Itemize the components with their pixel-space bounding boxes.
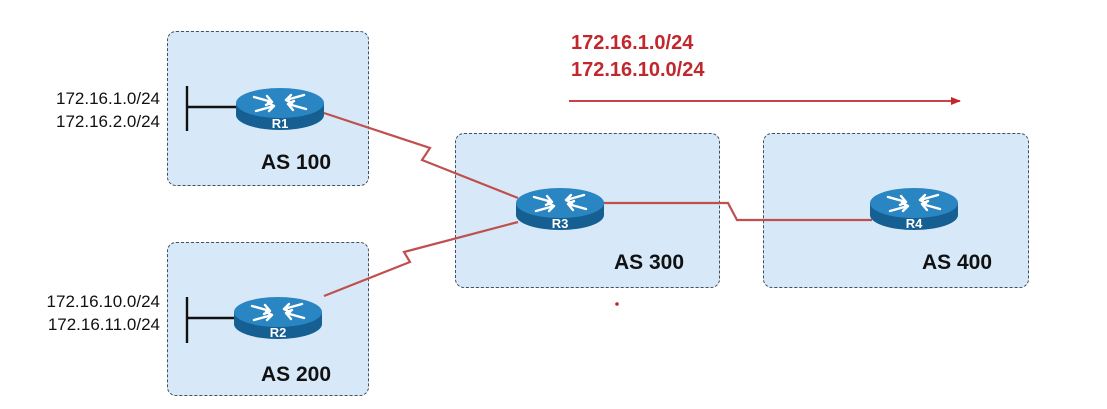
stray-dot <box>615 302 619 306</box>
network-prefix: 172.16.10.0/24 <box>46 292 160 311</box>
r2-network-list: 172.16.10.0/24 172.16.11.0/24 <box>0 290 160 336</box>
link-r1-r3 <box>323 111 519 200</box>
router-r1[interactable]: R1 <box>236 88 324 131</box>
router-r4[interactable]: R4 <box>870 188 958 231</box>
network-prefix: 172.16.11.0/24 <box>47 315 160 334</box>
router-r2[interactable]: R2 <box>234 297 322 340</box>
router-r3-label: R3 <box>552 216 569 231</box>
as-300-label: AS 300 <box>614 251 685 274</box>
router-r3[interactable]: R3 <box>516 188 604 231</box>
advertised-routes: 172.16.1.0/24 172.16.10.0/24 <box>571 30 704 84</box>
link-r2-r3 <box>323 220 519 298</box>
lan-stub-r1 <box>185 86 240 131</box>
network-prefix: 172.16.1.0/24 <box>56 89 160 108</box>
advertised-route: 172.16.10.0/24 <box>571 59 705 81</box>
router-r4-label: R4 <box>906 216 923 231</box>
router-arrows-icon <box>250 302 306 322</box>
advertised-route: 172.16.1.0/24 <box>571 32 694 54</box>
router-arrows-icon <box>252 93 308 113</box>
as-400-label: AS 400 <box>922 251 993 274</box>
router-arrows-icon <box>532 193 588 213</box>
r1-network-list: 172.16.1.0/24 172.16.2.0/24 <box>8 87 160 133</box>
as-100-label: AS 100 <box>261 151 332 174</box>
router-r1-label: R1 <box>272 116 289 131</box>
link-r3-r4 <box>602 201 872 222</box>
network-prefix: 172.16.2.0/24 <box>56 112 160 131</box>
lan-stub-r2 <box>185 297 236 343</box>
router-r2-label: R2 <box>270 325 287 340</box>
router-arrows-icon <box>886 193 942 213</box>
as-200-label: AS 200 <box>261 363 332 386</box>
